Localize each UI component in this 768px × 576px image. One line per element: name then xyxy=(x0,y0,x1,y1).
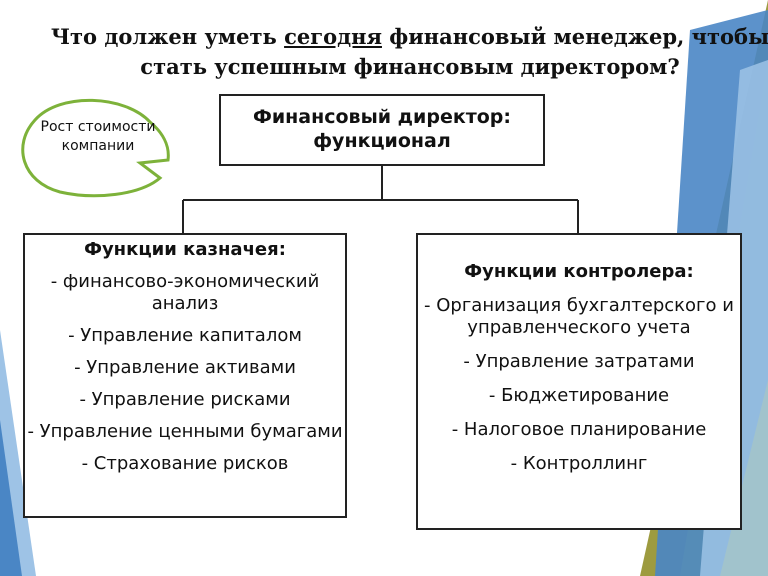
treasurer-item: - Страхование рисков xyxy=(81,453,289,474)
director-title: Финансовый директор: xyxy=(253,106,511,128)
treasurer-item: - Управление капиталом xyxy=(68,325,302,346)
treasurer-box: Функции казначея: - финансово-экономичес… xyxy=(23,233,347,518)
director-box: Финансовый директор: функционал xyxy=(219,94,545,166)
treasurer-item: - Управление рисками xyxy=(79,389,291,410)
controller-item: - Бюджетирование xyxy=(488,385,670,406)
controller-item: - Контроллинг xyxy=(510,453,648,474)
bubble-line: компании xyxy=(61,138,135,154)
treasurer-item: - Управление активами xyxy=(74,357,296,378)
bubble-line: Рост xyxy=(40,119,74,135)
treasurer-header: Функции казначея: xyxy=(84,239,286,260)
controller-item: - Налоговое планирование xyxy=(451,419,707,440)
controller-box: Функции контролера: - Организация бухгал… xyxy=(416,233,742,530)
treasurer-item: - Управление ценными бумагами xyxy=(27,421,343,442)
bubble-text: Рост стоимости компании xyxy=(38,118,158,156)
controller-header: Функции контролера: xyxy=(464,261,694,282)
controller-item: - Управление затратами xyxy=(463,351,695,372)
page-title: Что должен уметь сегодня финансовый мене… xyxy=(50,24,768,79)
left-blue-stripe xyxy=(0,420,22,576)
director-subtitle: функционал xyxy=(313,130,451,152)
treasurer-item: - финансово-экономический анализ xyxy=(50,271,320,314)
bubble-line: стоимости xyxy=(77,119,156,135)
controller-item: - Организация бухгалтерского и управленч… xyxy=(424,295,734,338)
speech-bubble xyxy=(21,98,170,198)
